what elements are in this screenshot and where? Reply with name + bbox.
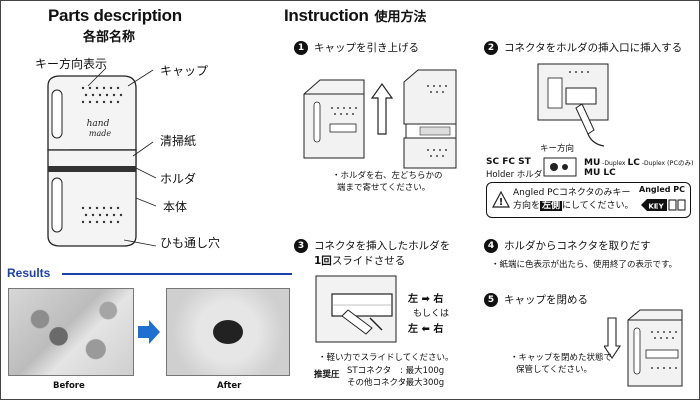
step-3-number: 3 <box>294 238 308 253</box>
key-label-text: KEY <box>648 203 664 211</box>
lc-duplex: -Duplex <box>641 160 666 167</box>
step-2-left-types: SC FC ST <box>486 157 531 167</box>
after-photo <box>166 288 290 376</box>
step-5-title: キャップを閉める <box>504 294 588 306</box>
step-4-header: 4 ホルダからコネクタを取りだす <box>484 238 651 253</box>
step-3-st-max: : 最大100g <box>400 366 445 376</box>
pc-only: (PCのみ) <box>667 159 694 167</box>
results-divider <box>62 273 292 275</box>
angled-pc-label: Angled PC <box>639 185 686 194</box>
mu-lc-label: MU LC <box>584 168 616 178</box>
step-4-title: ホルダからコネクタを取りだす <box>504 240 651 252</box>
arrow-right-icon <box>138 320 160 344</box>
step-3-note: ・軽い力でスライドしてください。 <box>318 353 454 363</box>
parts-title: Parts description <box>48 6 182 25</box>
step-3-title-rest: スライドさせる <box>331 255 406 267</box>
step-3-title-line2: 1回スライドさせる <box>314 253 405 268</box>
step-2-mu-lc-line: MU -Duplex LC -Duplex (PCのみ) <box>584 157 694 168</box>
step-3-title-line1: コネクタを挿入したホルダを <box>314 240 451 252</box>
step-2-number: 2 <box>484 40 498 55</box>
step-2-header: 2 コネクタをホルダの挿入口に挿入する <box>484 40 682 55</box>
cleaner-illustration: hand made <box>47 68 157 247</box>
results-title: Results <box>7 266 51 280</box>
instruction-title-jp: 使用方法 <box>374 10 427 25</box>
label-cleaning-paper: 清掃紙 <box>160 134 197 148</box>
label-holder: ホルダ <box>160 172 197 186</box>
step-3-left-to-right: 左 ➡ 右 <box>408 294 444 305</box>
step-3-header: 3 コネクタを挿入したホルダを <box>294 238 450 253</box>
step-5-illustration <box>604 309 683 387</box>
step-2-holder-label: Holder ホルダ <box>486 170 543 180</box>
label-cap: キャップ <box>160 64 209 78</box>
angled-pc-caution: ! Angled PCコネクタのみキー 方向を左側にしてください。 Angled… <box>486 182 691 218</box>
lc-label: LC <box>627 158 640 168</box>
step-4-number: 4 <box>484 238 498 253</box>
step-3-other-connector: その他コネクタ <box>347 378 407 388</box>
svg-text:made: made <box>89 129 111 138</box>
step-1-note-line1: ・ホルダを右、左どちらかの <box>332 171 443 181</box>
step-1-number: 1 <box>294 40 308 55</box>
step-1-note-line2: 端まで寄せてください。 <box>337 183 431 193</box>
svg-text:hand: hand <box>87 119 110 129</box>
caution-line1: Angled PCコネクタのみキー <box>513 188 631 198</box>
step-5-note-line1: ・キャップを閉めた状態で <box>510 353 613 363</box>
step-2-title: コネクタをホルダの挿入口に挿入する <box>504 42 683 54</box>
parts-subtitle: 各部名称 <box>83 30 136 45</box>
step-1-title: キャップを引き上げる <box>314 42 419 54</box>
label-key-direction: キー方向表示 <box>35 57 108 71</box>
step-3-other-max: : 最大300g <box>400 378 445 388</box>
warning-icon: ! <box>492 191 510 208</box>
mu-duplex: -Duplex <box>602 160 626 167</box>
after-spot <box>213 320 243 344</box>
step-3-st-connector: STコネクタ <box>347 366 392 376</box>
key-badge-icon: KEY <box>641 199 686 211</box>
caution-post: にしてください。 <box>562 201 634 211</box>
svg-text:!: ! <box>499 197 504 208</box>
after-caption: After <box>217 381 242 391</box>
step-5-header: 5 キャップを閉める <box>484 292 588 307</box>
label-strap-hole: ひも通し穴 <box>160 236 221 250</box>
step-2-illustration <box>537 63 609 147</box>
caution-pre: 方向を <box>513 201 541 211</box>
instruction-title: Instruction <box>284 6 369 25</box>
caution-line2: 方向を左側にしてください。 <box>513 200 634 212</box>
mu-label: MU <box>584 158 601 168</box>
step-3-title-bold: 1回 <box>314 255 332 267</box>
before-caption: Before <box>53 381 85 391</box>
connector-port-icon <box>543 157 577 177</box>
step-1-header: 1 キャップを引き上げる <box>294 40 419 55</box>
step-5-note-line2: 保管してください。 <box>516 365 592 375</box>
step-2-key-direction: キー方向 <box>540 144 575 154</box>
step-3-pressure-label: 推奨圧 <box>314 370 340 380</box>
step-3-right-to-left: 左 ⬅ 右 <box>408 324 444 335</box>
step-3-or: もしくは <box>413 309 450 319</box>
step-4-note: ・紙端に色表示が出たら、使用終了の表示です。 <box>491 260 678 270</box>
instruction-header: Instruction 使用方法 <box>284 6 427 26</box>
caution-left-chip: 左側 <box>540 201 563 211</box>
step-5-number: 5 <box>484 292 498 307</box>
step-1-illustration <box>303 69 457 169</box>
label-body: 本体 <box>163 200 188 214</box>
step-3-illustration <box>315 275 397 343</box>
before-photo <box>8 288 134 376</box>
